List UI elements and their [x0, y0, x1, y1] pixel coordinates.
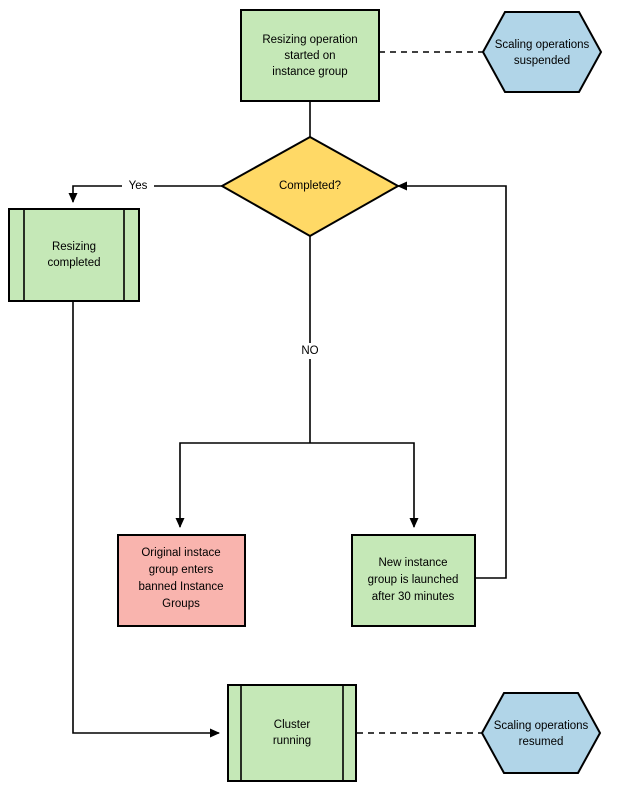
completed-decision-label: Completed?: [279, 180, 341, 192]
node-scaling-suspended[interactable]: Scaling operations suspended: [481, 11, 603, 93]
resizing-started-line-3: instance group: [272, 66, 347, 78]
new-group-launched-line-3: after 30 minutes: [372, 591, 455, 603]
node-new-group-launched[interactable]: New instance group is launched after 30 …: [351, 534, 476, 627]
node-original-group-banned[interactable]: Original instace group enters banned Ins…: [117, 534, 246, 627]
completed-decision-diamond[interactable]: [219, 135, 401, 238]
scaling-suspended-hexagon[interactable]: [481, 11, 603, 93]
node-resizing-started[interactable]: Resizing operation started on instance g…: [240, 9, 380, 102]
edge-label-yes-backdrop: [122, 178, 154, 194]
cluster-running-line-1: Cluster: [274, 719, 311, 731]
new-group-launched-box[interactable]: [351, 534, 476, 627]
edge-decision-no-left: [175, 442, 310, 528]
resizing-completed-line-2: completed: [47, 257, 100, 269]
original-group-banned-box[interactable]: [117, 534, 246, 627]
resizing-started-line-1: Resizing operation: [262, 34, 357, 46]
cluster-running-box[interactable]: [227, 684, 357, 782]
node-completed-decision[interactable]: Completed?: [219, 135, 401, 238]
edge-new-group-back-to-decision: [397, 181, 507, 579]
edge-label-no-group: NO: [294, 343, 326, 359]
resizing-started-line-2: started on: [284, 50, 335, 62]
scaling-resumed-line-2: resumed: [519, 736, 564, 748]
original-group-banned-line-3: banned Instance: [138, 581, 223, 593]
edge-label-yes: Yes: [129, 180, 148, 192]
cluster-running-line-2: running: [273, 735, 311, 747]
edge-decision-no-right: [310, 442, 419, 528]
scaling-resumed-line-1: Scaling operations: [494, 720, 589, 732]
resizing-completed-line-1: Resizing: [52, 241, 96, 253]
node-resizing-completed[interactable]: Resizing completed: [8, 208, 140, 302]
scaling-resumed-hexagon[interactable]: [480, 692, 602, 774]
node-scaling-resumed[interactable]: Scaling operations resumed: [480, 692, 602, 774]
node-cluster-running[interactable]: Cluster running: [227, 684, 357, 782]
edge-resizing-completed-to-cluster: [72, 301, 220, 738]
edge-decision-yes: [68, 185, 230, 203]
scaling-suspended-line-2: suspended: [514, 55, 570, 67]
new-group-launched-line-2: group is launched: [368, 574, 459, 586]
resizing-completed-box[interactable]: [8, 208, 140, 302]
original-group-banned-line-4: Groups: [162, 598, 200, 610]
edge-label-no-backdrop: [294, 343, 326, 359]
resizing-started-box[interactable]: [240, 9, 380, 102]
original-group-banned-line-2: group enters: [149, 564, 214, 576]
original-group-banned-line-1: Original instace: [141, 547, 220, 559]
scaling-suspended-line-1: Scaling operations: [495, 39, 590, 51]
new-group-launched-line-1: New instance: [378, 557, 447, 569]
edge-label-yes-group: Yes: [122, 178, 154, 194]
edge-label-no: NO: [301, 345, 318, 357]
